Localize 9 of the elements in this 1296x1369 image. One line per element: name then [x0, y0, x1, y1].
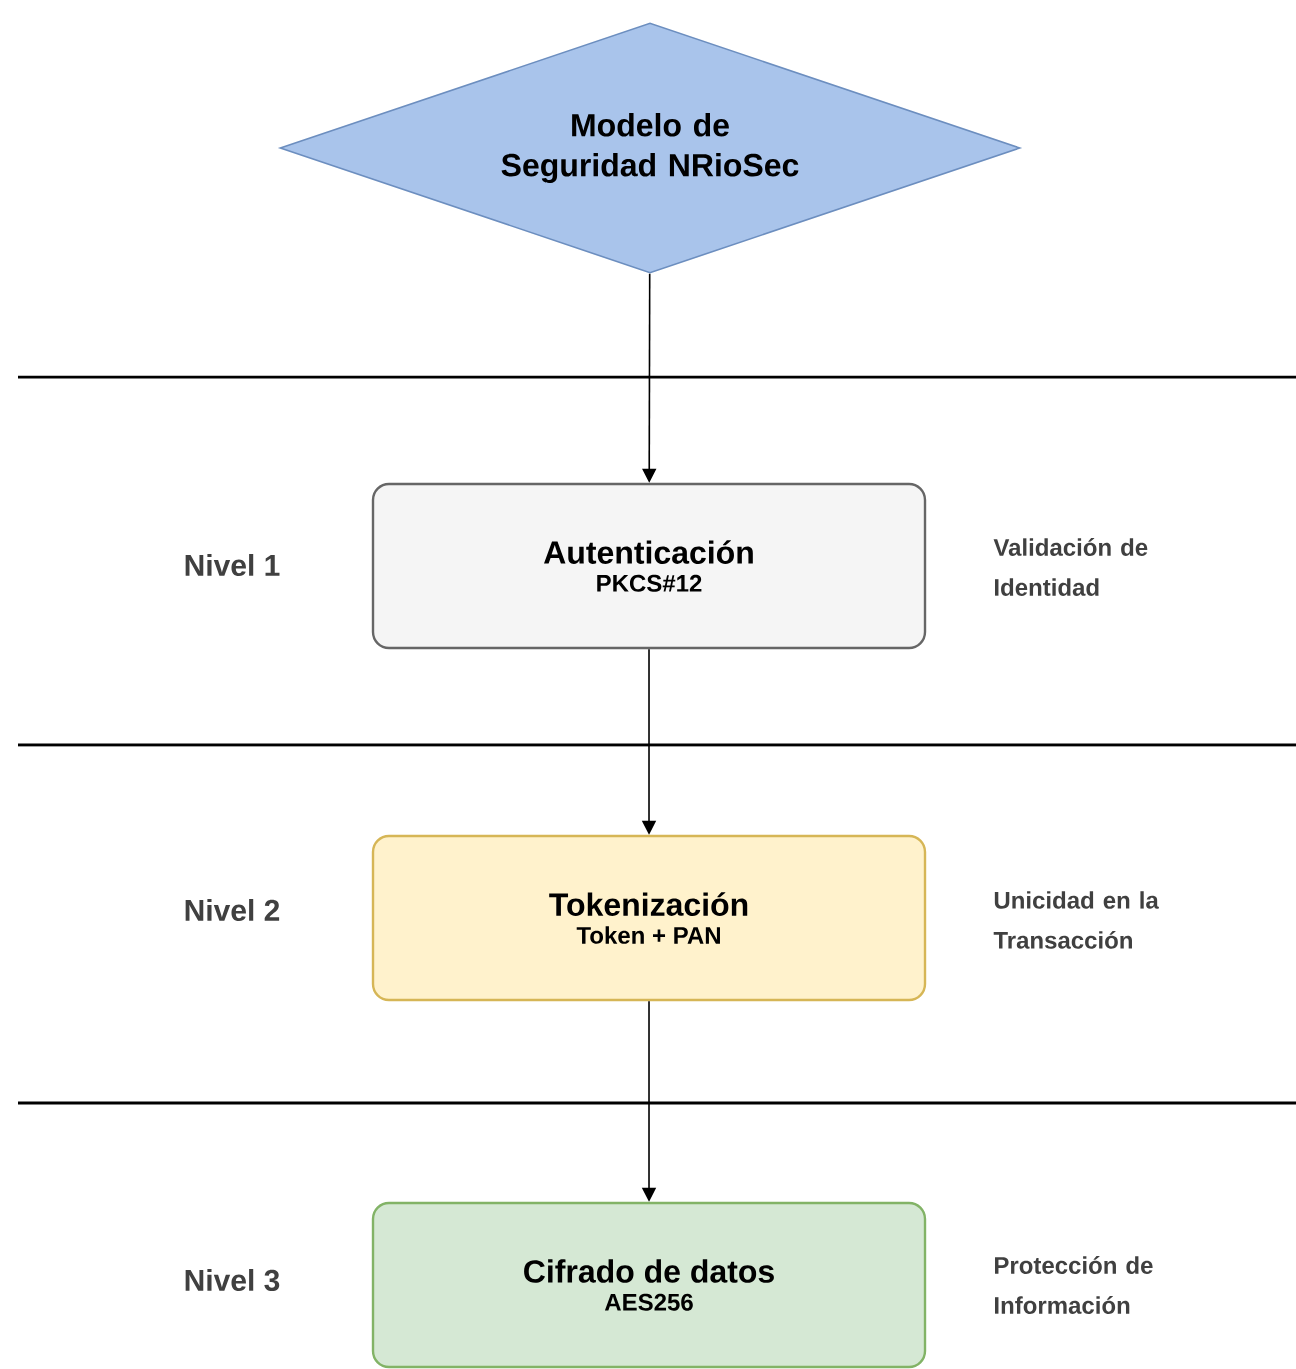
process-box: Tokenización Token + PAN: [371, 834, 927, 1002]
side-note: Protección de Información: [995, 1256, 1153, 1314]
level-label: Nivel 3: [185, 1269, 280, 1292]
level-label: Nivel 1: [185, 554, 280, 576]
process-box: Autenticación PKCS#12: [371, 482, 927, 650]
side-note: Validación de Identidad: [993, 538, 1148, 596]
side-note: Unicidad en la Transacción: [993, 891, 1159, 949]
process-box: Cifrado de datos AES256: [371, 1201, 927, 1369]
level-label: Nivel 2: [185, 899, 280, 921]
